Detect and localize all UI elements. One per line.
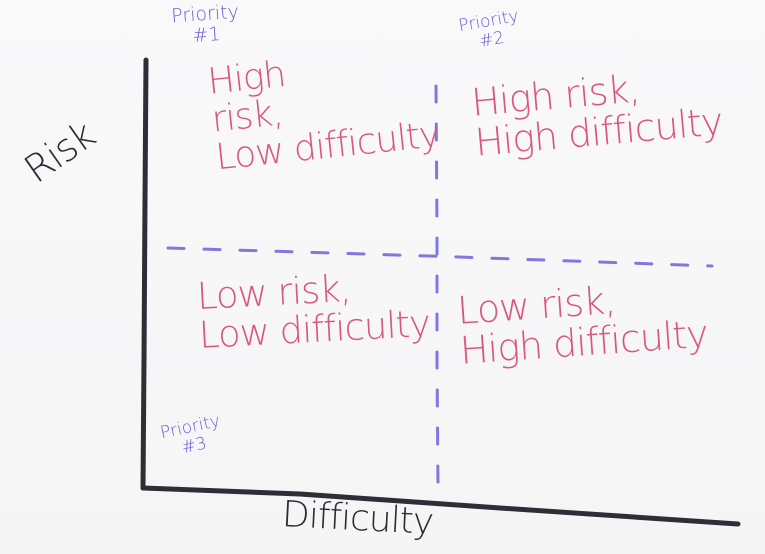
quadrant-high-risk-low-difficulty: High risk, Low difficulty	[205, 53, 442, 178]
priority-1-label: Priority #1	[170, 0, 240, 47]
x-axis-label: Difficulty	[281, 494, 435, 543]
horizontal-divider	[166, 246, 714, 268]
quadrant-low-risk-low-difficulty: Low risk, Low difficulty	[195, 266, 432, 357]
x-axis	[140, 485, 741, 527]
y-axis	[140, 57, 149, 491]
quadrant-low-risk-high-difficulty: Low risk, High difficulty	[455, 277, 710, 373]
